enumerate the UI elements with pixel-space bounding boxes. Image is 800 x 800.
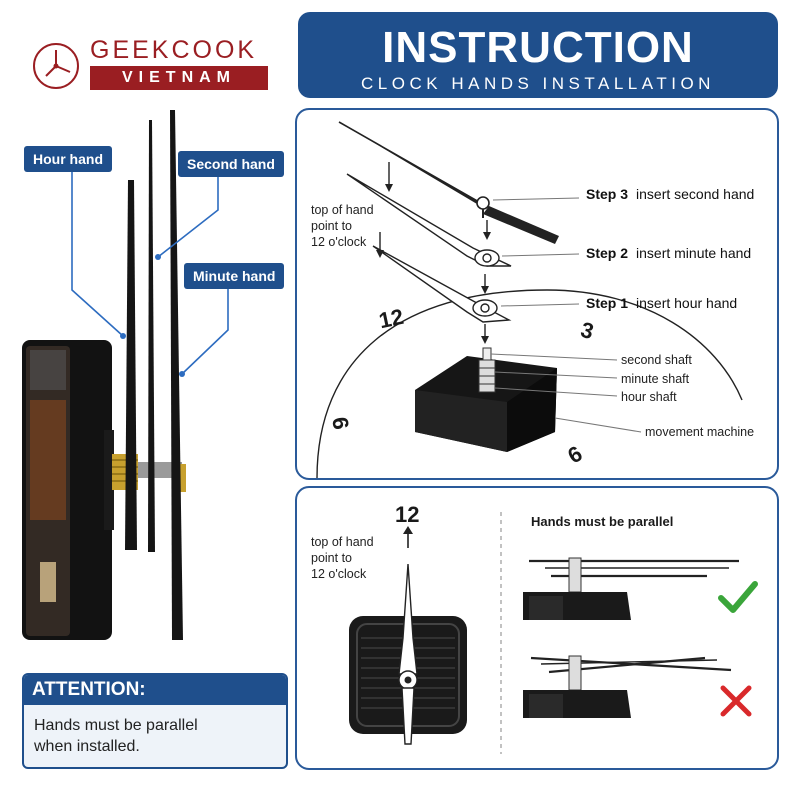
parallel-dial-12: 12	[395, 502, 420, 527]
second-hand-label: Second hand	[178, 151, 284, 177]
dial-number-12: 12	[376, 303, 406, 334]
install-note: top of hand point to 12 o'clock	[311, 202, 374, 250]
brand-name-top: GEEKCOOK	[90, 36, 258, 64]
page-subtitle: CLOCK HANDS INSTALLATION	[361, 74, 715, 93]
install-note-line-3: 12 o'clock	[311, 235, 367, 249]
clock-logo-icon	[33, 43, 79, 89]
minute-hand-shape	[170, 110, 183, 640]
install-note-line-2: point to	[311, 219, 353, 233]
step-2-text: insert minute hand	[636, 245, 752, 261]
hour-hand-shape	[125, 180, 137, 550]
attention-text: Hands must be parallel when installed.	[24, 705, 286, 757]
hour-hand-label: Hour hand	[24, 146, 112, 172]
attention-line-1: Hands must be parallel	[34, 717, 198, 734]
parallel-note-line-3: 12 o'clock	[311, 567, 367, 581]
attention-box: ATTENTION: Hands must be parallel when i…	[22, 673, 288, 769]
check-mark-icon	[718, 581, 758, 613]
installation-panel: 12 3 6 9 top of hand point to 12 o'clock…	[295, 108, 779, 480]
product-illustration	[22, 110, 229, 640]
parallel-title: Hands must be parallel	[531, 514, 674, 529]
parallel-panel: 12 top of hand point to 12 o'clock Hands…	[295, 486, 779, 770]
step-3-number: Step 3	[586, 186, 629, 202]
step-2-label: Step 2 insert minute hand	[586, 245, 751, 261]
step-3-text: insert second hand	[636, 186, 755, 202]
minute-hand-label: Minute hand	[184, 263, 285, 289]
second-hand-shape	[148, 120, 155, 552]
brand-name-bottom: VIETNAM	[90, 66, 268, 90]
parallel-note-line-2: point to	[311, 551, 353, 565]
step-2-number: Step 2	[586, 245, 629, 261]
parallel-diagram	[349, 512, 758, 754]
parallel-note-line-1: top of hand	[311, 535, 374, 549]
minute-hand-diagram	[346, 173, 512, 267]
part-hour-shaft: hour shaft	[621, 390, 677, 404]
installation-diagram	[316, 121, 743, 478]
page-title: INSTRUCTION	[382, 23, 694, 72]
step-1-label: Step 1 insert hour hand	[586, 295, 737, 311]
step-3-label: Step 3 insert second hand	[586, 186, 754, 202]
part-minute-shaft: minute shaft	[621, 372, 690, 386]
header-banner: INSTRUCTION CLOCK HANDS INSTALLATION	[298, 12, 778, 98]
brand-logo: GEEKCOOK VIETNAM	[30, 36, 270, 96]
attention-line-2: when installed.	[34, 738, 140, 755]
part-movement-machine: movement machine	[645, 425, 755, 439]
part-second-shaft: second shaft	[621, 353, 692, 367]
parallel-note: top of hand point to 12 o'clock	[311, 534, 374, 582]
step-1-text: insert hour hand	[636, 295, 738, 311]
install-note-line-1: top of hand	[311, 203, 374, 217]
attention-title: ATTENTION:	[24, 675, 286, 705]
step-1-number: Step 1	[586, 295, 629, 311]
cross-mark-icon	[720, 685, 752, 717]
